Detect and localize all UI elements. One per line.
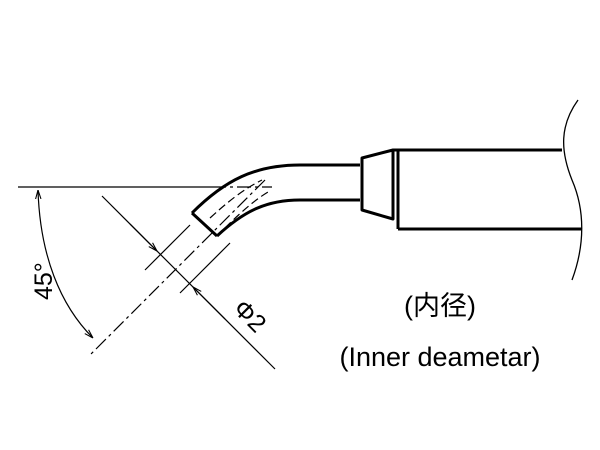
diameter-extension-lines xyxy=(144,224,231,294)
shaft xyxy=(393,148,582,231)
diameter-label: Φ2 xyxy=(228,294,272,338)
diameter-arrow-lower xyxy=(193,287,226,320)
diameter-dimension-line xyxy=(101,195,276,370)
angle-dimension-arc xyxy=(38,190,93,338)
diameter-arrow-upper xyxy=(129,223,157,251)
break-line xyxy=(563,99,583,281)
inner-bore-lines xyxy=(209,179,269,229)
ferrule xyxy=(360,148,400,229)
caption-japanese: (内径) xyxy=(404,291,476,321)
caption-english: (Inner deametar) xyxy=(339,342,540,372)
tip-centerline xyxy=(89,179,266,356)
angle-label: 45° xyxy=(30,262,58,300)
bent-tip-outline xyxy=(190,163,360,238)
